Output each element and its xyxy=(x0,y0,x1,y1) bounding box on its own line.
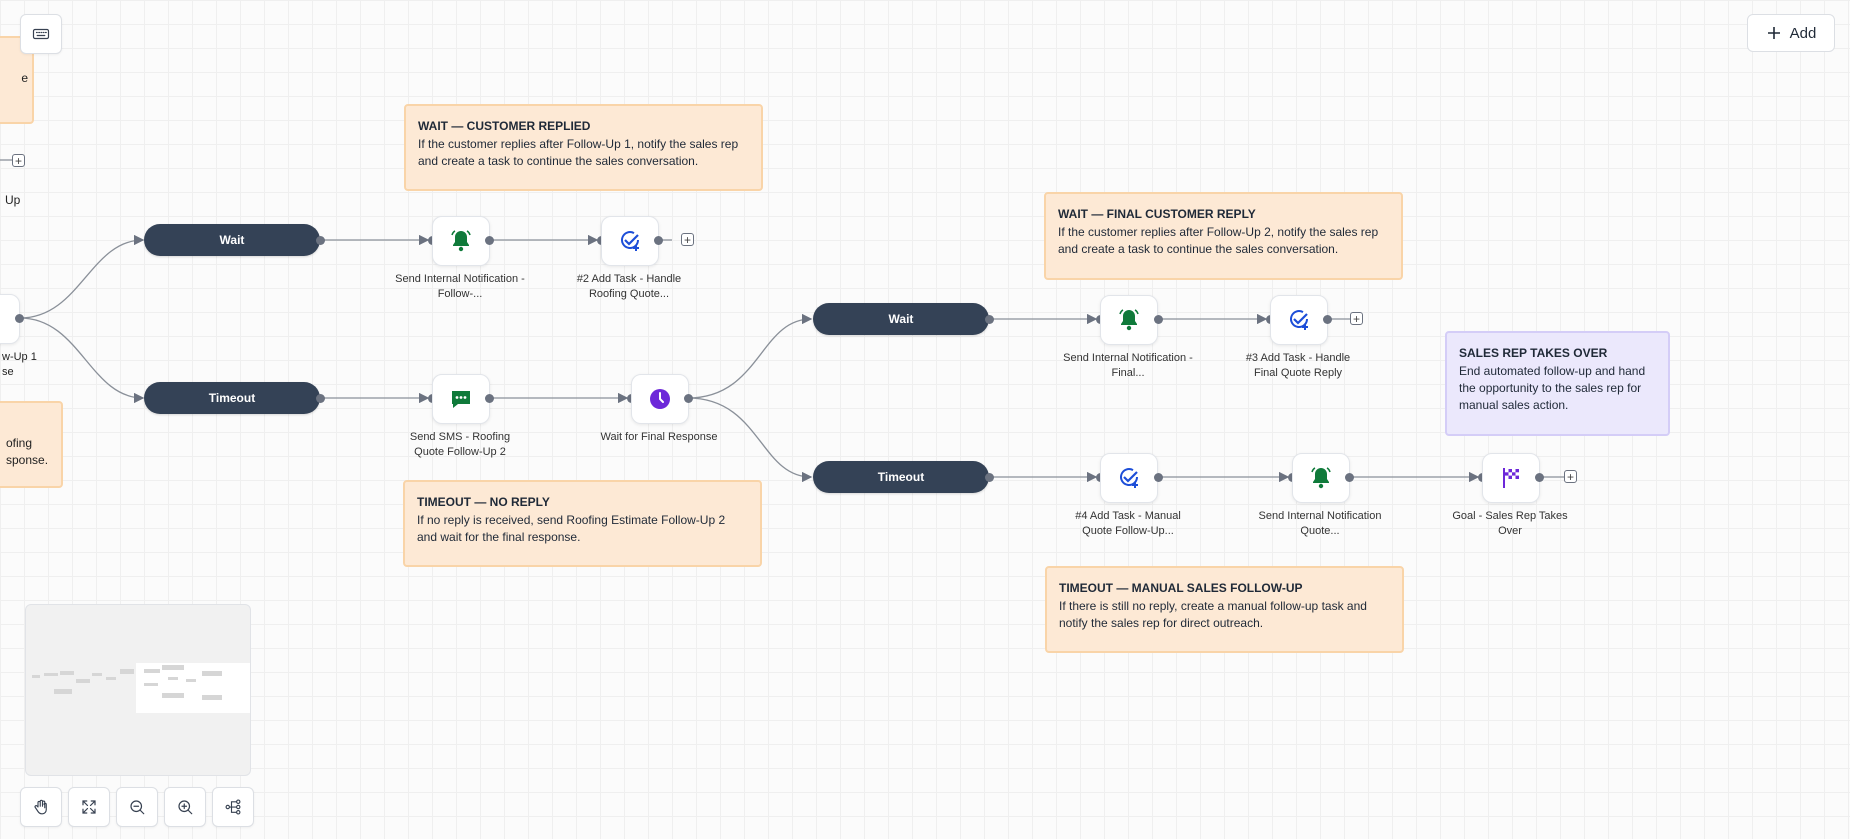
partial-note-bottom-text-2: sponse. xyxy=(6,453,49,467)
node-label: Send Internal Notification - Final... xyxy=(1063,352,1193,379)
note-title: WAIT — FINAL CUSTOMER REPLY xyxy=(1058,207,1256,221)
note-title: TIMEOUT — MANUAL SALES FOLLOW-UP xyxy=(1059,581,1303,595)
output-handle[interactable] xyxy=(316,394,325,403)
node-wait-final-response[interactable] xyxy=(631,374,689,424)
note-body: If there is still no reply, create a man… xyxy=(1059,599,1367,630)
clock-icon xyxy=(650,389,670,409)
note-title: WAIT — CUSTOMER REPLIED xyxy=(418,119,591,133)
output-handle[interactable] xyxy=(316,236,325,245)
auto-layout-button[interactable] xyxy=(212,787,254,827)
task-check-icon xyxy=(1120,468,1139,488)
add-step-icon[interactable]: + xyxy=(1564,470,1577,484)
bell-icon xyxy=(451,230,471,252)
partial-source-label-2: se xyxy=(2,366,14,378)
minimap-preview xyxy=(32,663,250,713)
output-handle[interactable] xyxy=(985,473,994,482)
keyboard-shortcuts-button[interactable] xyxy=(20,14,62,54)
output-handle[interactable] xyxy=(485,394,494,403)
auto-layout-icon xyxy=(225,799,241,815)
node-label: #2 Add Task - Handle Roofing Quote... xyxy=(576,273,682,300)
branch-wait-2[interactable]: Wait xyxy=(813,303,989,335)
node-goal-sales-rep[interactable] xyxy=(1482,453,1540,503)
node-add-task-3[interactable] xyxy=(1270,295,1328,345)
node-add-task-2[interactable] xyxy=(601,216,659,266)
node-send-internal-notification-quote[interactable] xyxy=(1292,453,1350,503)
note-timeout-no-reply[interactable]: TIMEOUT — NO REPLY If no reply is receiv… xyxy=(403,480,762,567)
output-handle[interactable] xyxy=(485,236,494,245)
partial-note-top[interactable]: e xyxy=(0,36,34,124)
partial-source-label-1: w-Up 1 xyxy=(2,351,37,363)
output-handle[interactable] xyxy=(684,394,693,403)
note-wait-final-customer-reply[interactable]: WAIT — FINAL CUSTOMER REPLY If the custo… xyxy=(1044,192,1403,280)
output-handle[interactable] xyxy=(1345,473,1354,482)
branch-timeout-1[interactable]: Timeout xyxy=(144,382,320,414)
note-title: TIMEOUT — NO REPLY xyxy=(417,495,550,509)
partial-note-bottom[interactable]: ofing sponse. xyxy=(0,401,63,488)
partial-add-step-icon[interactable]: + xyxy=(12,154,25,168)
note-body: If no reply is received, send Roofing Es… xyxy=(417,513,726,544)
bell-icon xyxy=(1119,309,1139,331)
partial-node-label: Up xyxy=(5,193,21,207)
node-add-task-4[interactable] xyxy=(1100,453,1158,503)
note-body: If the customer replies after Follow-Up … xyxy=(1058,225,1379,256)
zoom-out-button[interactable] xyxy=(116,787,158,827)
node-send-sms-followup-2[interactable] xyxy=(432,374,490,424)
partial-note-bottom-text-1: ofing xyxy=(6,436,33,450)
keyboard-icon xyxy=(32,28,50,40)
sms-icon xyxy=(452,391,470,408)
zoom-out-icon xyxy=(130,800,145,815)
note-sales-rep-takes-over[interactable]: SALES REP TAKES OVER End automated follo… xyxy=(1445,331,1670,436)
output-handle[interactable] xyxy=(15,314,24,323)
task-check-icon xyxy=(621,231,640,251)
hand-icon xyxy=(34,799,47,815)
add-button-label: Add xyxy=(1789,24,1817,42)
pan-mode-button[interactable] xyxy=(20,787,62,827)
node-label: #4 Add Task - Manual Quote Follow-Up... xyxy=(1075,510,1181,537)
note-title: SALES REP TAKES OVER xyxy=(1459,346,1608,360)
output-handle[interactable] xyxy=(1154,315,1163,324)
zoom-in-icon xyxy=(178,800,193,815)
add-button[interactable]: Add xyxy=(1747,14,1835,52)
node-label: #3 Add Task - Handle Final Quote Reply xyxy=(1245,352,1351,379)
note-body: If the customer replies after Follow-Up … xyxy=(418,137,739,168)
goal-flag-icon xyxy=(1503,468,1519,488)
node-send-internal-notification-followup[interactable] xyxy=(432,216,490,266)
note-timeout-manual-sales-followup[interactable]: TIMEOUT — MANUAL SALES FOLLOW-UP If ther… xyxy=(1045,566,1404,653)
output-handle[interactable] xyxy=(1535,473,1544,482)
output-handle[interactable] xyxy=(985,315,994,324)
node-label: Send SMS - Roofing Quote Follow-Up 2 xyxy=(409,431,511,458)
branch-wait-1[interactable]: Wait xyxy=(144,224,320,256)
plus-icon xyxy=(1767,27,1780,39)
branch-timeout-2[interactable]: Timeout xyxy=(813,461,989,493)
fit-view-button[interactable] xyxy=(68,787,110,827)
note-body: End automated follow-up and hand the opp… xyxy=(1459,364,1646,412)
fit-view-icon xyxy=(82,800,96,814)
node-label: Send Internal Notification - Follow-... xyxy=(395,273,525,300)
zoom-in-button[interactable] xyxy=(164,787,206,827)
note-wait-customer-replied[interactable]: WAIT — CUSTOMER REPLIED If the customer … xyxy=(404,104,763,191)
bell-icon xyxy=(1311,467,1331,489)
node-label: Send Internal Notification Quote... xyxy=(1258,510,1382,537)
task-check-icon xyxy=(1290,310,1309,330)
node-send-internal-notification-final[interactable] xyxy=(1100,295,1158,345)
add-step-icon[interactable]: + xyxy=(1350,312,1363,326)
partial-note-top-text: e xyxy=(21,71,28,85)
output-handle[interactable] xyxy=(654,236,663,245)
add-step-icon[interactable]: + xyxy=(681,233,694,247)
output-handle[interactable] xyxy=(1323,315,1332,324)
node-label: Goal - Sales Rep Takes Over xyxy=(1452,510,1568,537)
node-label: Wait for Final Response xyxy=(600,431,718,443)
minimap[interactable] xyxy=(25,604,251,776)
output-handle[interactable] xyxy=(1154,473,1163,482)
